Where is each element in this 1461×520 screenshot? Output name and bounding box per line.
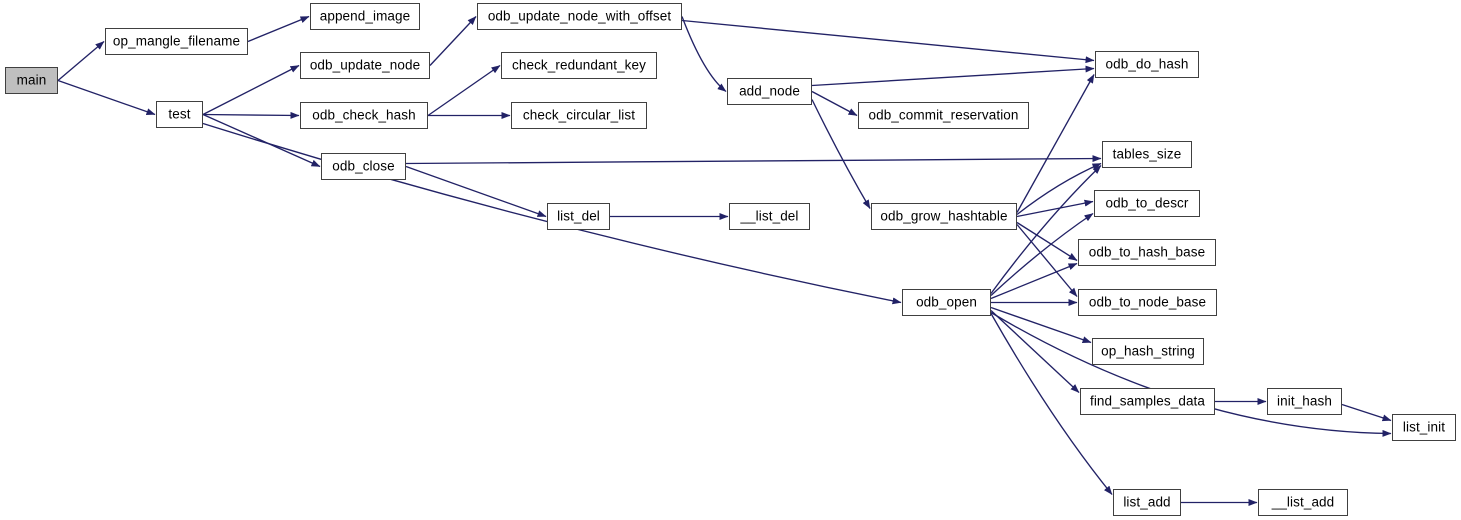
node-label: find_samples_data <box>1089 393 1206 409</box>
graph-node-odb_to_hash_base[interactable]: odb_to_hash_base <box>1078 239 1216 266</box>
edge-init_hash-to-list_init <box>1341 403 1392 422</box>
node-label: op_mangle_filename <box>112 33 241 49</box>
graph-node-list_add[interactable]: list_add <box>1113 489 1181 516</box>
node-label: __list_add <box>1271 494 1335 510</box>
graph-node-check_circular_list[interactable]: check_circular_list <box>511 102 647 129</box>
edge-odb_grow_hashtable-to-odb_to_descr <box>1016 199 1094 218</box>
graph-node-main[interactable]: main <box>5 67 58 94</box>
node-label: init_hash <box>1277 393 1332 409</box>
edge-odb_grow_hashtable-to-odb_do_hash <box>1016 74 1095 213</box>
edge-op_mangle_filename-to-append_image <box>247 15 310 43</box>
node-label: odb_to_hash_base <box>1088 244 1206 260</box>
node-label: odb_update_node_with_offset <box>487 8 672 24</box>
edge-odb_open-to-odb_to_hash_base <box>990 262 1078 300</box>
node-label: odb_check_hash <box>312 107 416 123</box>
node-label: op_hash_string <box>1101 343 1195 359</box>
node-label: __list_del <box>740 208 799 224</box>
edge-add_node-to-odb_grow_hashtable <box>811 99 871 209</box>
graph-node-op_mangle_filename[interactable]: op_mangle_filename <box>105 28 248 55</box>
edge-add_node-to-odb_do_hash <box>811 65 1095 87</box>
graph-node-odb_close[interactable]: odb_close <box>321 153 406 180</box>
graph-node-odb_commit_reservation[interactable]: odb_commit_reservation <box>858 102 1029 129</box>
node-label: odb_update_node <box>309 57 421 73</box>
edge-main-to-op_mangle_filename <box>57 40 105 82</box>
edge-odb_open-to-op_hash_string <box>990 306 1092 344</box>
graph-node-odb_grow_hashtable[interactable]: odb_grow_hashtable <box>871 203 1017 230</box>
edge-odb_open-to-list_init <box>990 311 1392 437</box>
edge-add_node-to-odb_commit_reservation <box>811 90 858 117</box>
graph-node-init_hash[interactable]: init_hash <box>1267 388 1342 415</box>
edge-paths <box>57 15 1392 506</box>
graph-node-append_image[interactable]: append_image <box>310 3 420 30</box>
graph-node-test[interactable]: test <box>156 101 203 128</box>
graph-node-odb_check_hash[interactable]: odb_check_hash <box>300 102 428 129</box>
node-label: odb_close <box>332 158 395 174</box>
edge-odb_close-to-list_del <box>405 165 547 218</box>
graph-node-__list_del[interactable]: __list_del <box>729 203 810 230</box>
node-label: check_circular_list <box>522 107 636 123</box>
node-label: odb_do_hash <box>1105 56 1189 72</box>
node-label: odb_open <box>916 294 977 310</box>
node-label: main <box>16 72 47 88</box>
edge-odb_open-to-list_add <box>990 313 1113 495</box>
graph-node-add_node[interactable]: add_node <box>727 78 812 105</box>
edge-test-to-odb_check_hash <box>202 111 300 119</box>
edge-odb_check_hash-to-check_redundant_key <box>427 64 501 117</box>
graph-node-find_samples_data[interactable]: find_samples_data <box>1080 388 1215 415</box>
edge-odb_grow_hashtable-to-odb_to_node_base <box>1016 224 1078 297</box>
graph-node-op_hash_string[interactable]: op_hash_string <box>1092 338 1204 365</box>
graph-node-odb_to_node_base[interactable]: odb_to_node_base <box>1078 289 1217 316</box>
graph-node-odb_update_node[interactable]: odb_update_node <box>300 52 430 79</box>
graph-node-odb_to_descr[interactable]: odb_to_descr <box>1094 190 1200 217</box>
node-label: list_del <box>557 208 600 224</box>
node-label: tables_size <box>1112 146 1182 162</box>
edge-odb_update_node-to-odb_update_node_with_offset <box>429 16 477 66</box>
graph-node-odb_update_node_with_offset[interactable]: odb_update_node_with_offset <box>477 3 682 30</box>
node-label: odb_commit_reservation <box>868 107 1019 123</box>
edge-odb_update_node_with_offset-to-odb_do_hash <box>681 19 1095 64</box>
graph-node-tables_size[interactable]: tables_size <box>1102 141 1192 168</box>
node-label: test <box>168 106 191 122</box>
edge-odb_open-to-find_samples_data <box>990 310 1080 393</box>
edge-test-to-odb_update_node <box>202 64 300 116</box>
edge-test-to-odb_close <box>202 113 321 168</box>
node-label: list_add <box>1123 494 1171 510</box>
node-label: append_image <box>319 8 411 24</box>
edge-odb_close-to-tables_size <box>405 155 1102 165</box>
node-label: odb_grow_hashtable <box>880 208 1008 224</box>
node-label: add_node <box>739 83 800 99</box>
graph-node-__list_add[interactable]: __list_add <box>1258 489 1348 516</box>
node-label: odb_to_node_base <box>1088 294 1207 310</box>
edge-odb_update_node_with_offset-to-add_node <box>681 16 727 93</box>
node-label: odb_to_descr <box>1105 195 1189 211</box>
node-label: check_redundant_key <box>512 57 646 73</box>
edge-odb_open-to-tables_size <box>990 165 1102 294</box>
node-label: list_init <box>1402 419 1446 435</box>
edge-main-to-test <box>57 79 156 116</box>
graph-node-odb_do_hash[interactable]: odb_do_hash <box>1095 51 1199 78</box>
edge-odb_grow_hashtable-to-odb_to_hash_base <box>1016 221 1078 262</box>
graph-node-check_redundant_key[interactable]: check_redundant_key <box>501 52 657 79</box>
graph-node-list_init[interactable]: list_init <box>1392 414 1456 441</box>
graph-node-list_del[interactable]: list_del <box>547 203 610 230</box>
edge-odb_open-to-odb_to_descr <box>990 212 1094 296</box>
graph-node-odb_open[interactable]: odb_open <box>902 289 991 316</box>
